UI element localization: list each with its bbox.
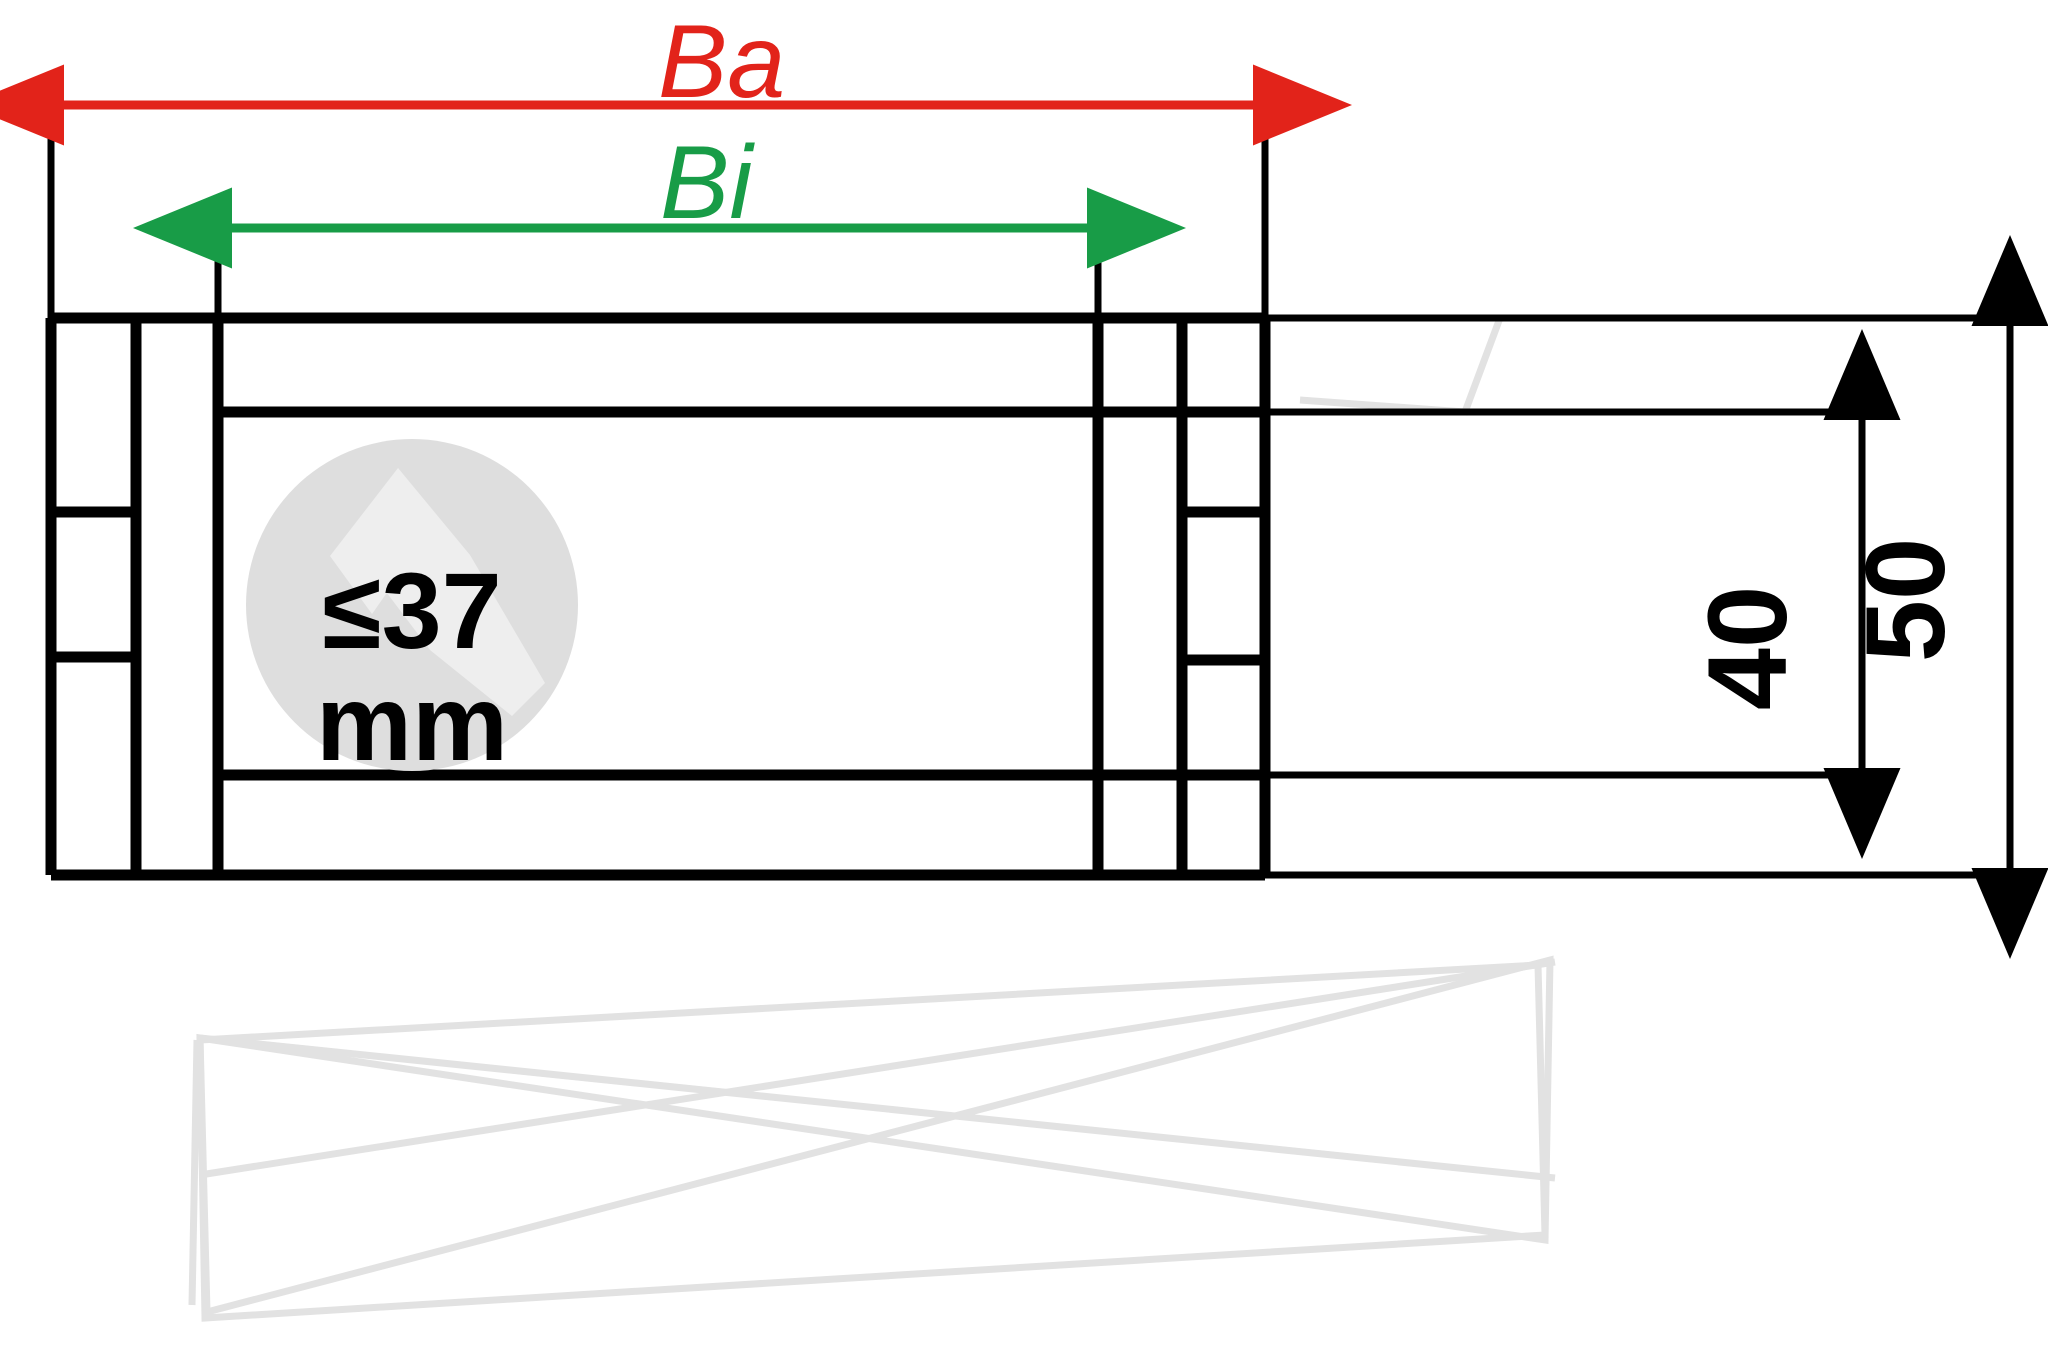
bi-label: Bi (660, 125, 755, 241)
ba-label: Ba (658, 4, 785, 120)
badge-tool-silhouette (330, 468, 545, 716)
dimension-40: 40 (1685, 329, 1901, 859)
thickness-limit-badge: ≤37 mm (246, 439, 578, 783)
badge-line-1: ≤37 (322, 550, 501, 671)
dimension-bi: Bi (133, 125, 1186, 269)
forty-label: 40 (1685, 586, 1810, 711)
dimension-ba: Ba (0, 4, 1352, 146)
fifty-label: 50 (1843, 538, 1968, 663)
dimension-50: 50 (1843, 235, 2048, 959)
ghost-drawer-outlines (188, 316, 1556, 1322)
badge-line-2: mm (316, 662, 508, 783)
drawer-profile (45, 312, 1271, 881)
